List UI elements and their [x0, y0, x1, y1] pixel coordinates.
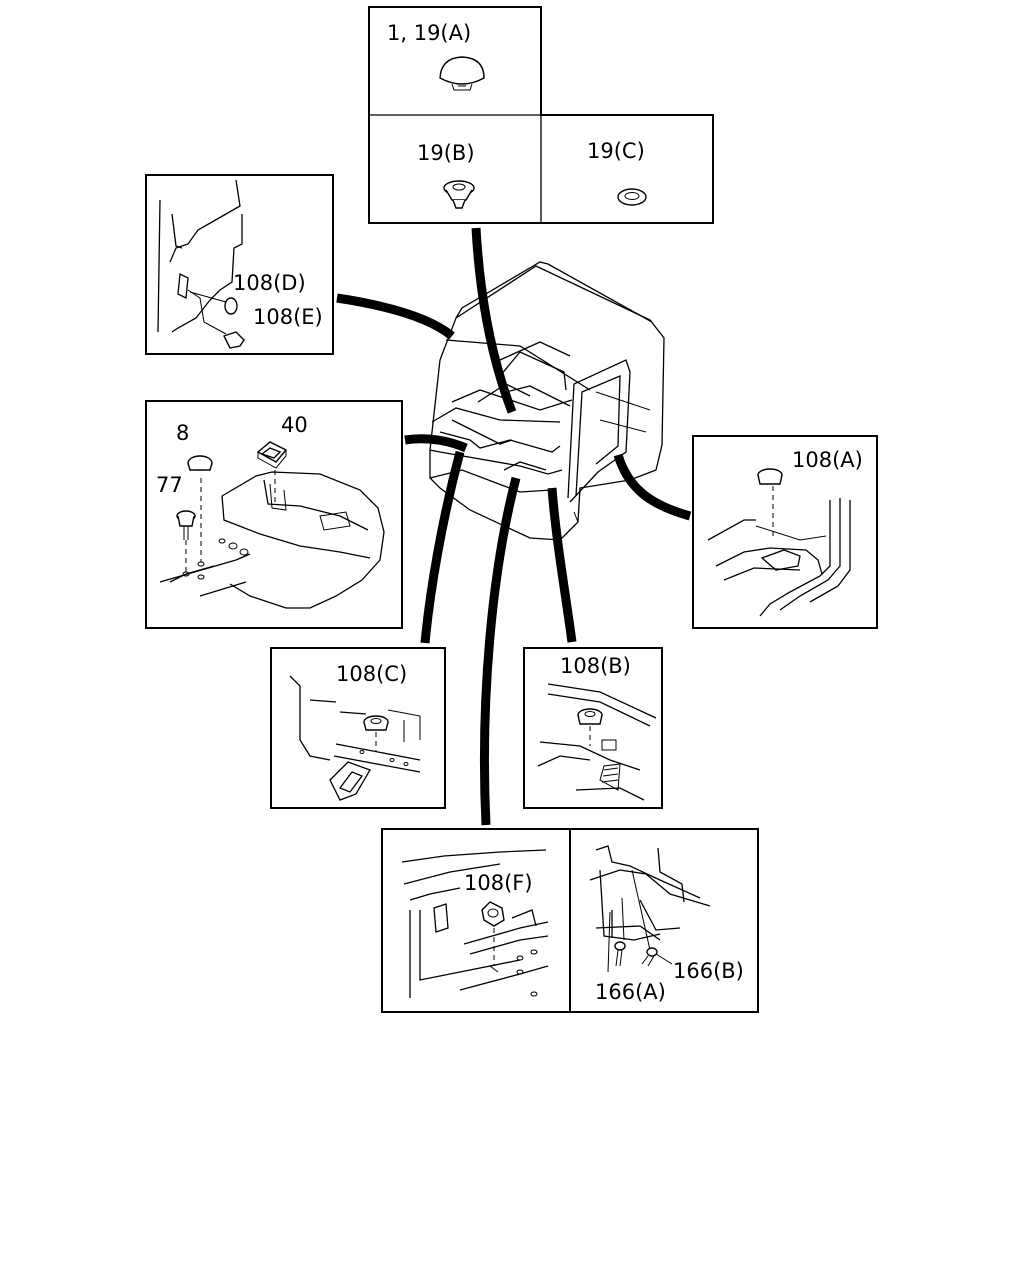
- label-108b: 108(B): [560, 654, 631, 678]
- grommet-icon: [363, 715, 389, 731]
- leader-108a: [613, 453, 692, 521]
- label-108d: 108(D): [233, 271, 306, 295]
- cab-body: [429, 261, 665, 541]
- grommet-icon: [617, 188, 647, 206]
- floor-panel: 8 40 77: [145, 400, 403, 629]
- grommet-icon: [757, 468, 783, 485]
- push-clip-icon: [443, 180, 475, 209]
- clip-panel: 1, 19(A) 19(B) 19(C): [368, 6, 714, 224]
- front-floor-panel-c: 108(C): [270, 647, 446, 809]
- leader-108f: [479, 476, 521, 826]
- push-clip-icon: [223, 331, 245, 349]
- label-108f: 108(F): [464, 871, 533, 895]
- grommet-icon: [187, 455, 213, 471]
- bolt-icon: [614, 941, 626, 967]
- rubber-plug-icon: [224, 297, 238, 315]
- leader-108b: [547, 487, 577, 643]
- grommet-icon: [577, 708, 603, 725]
- leader-108c: [420, 450, 465, 644]
- label-19b: 19(B): [417, 141, 475, 165]
- leader-d-e: [336, 293, 455, 340]
- leader-top: [471, 227, 517, 414]
- callout-leaders: [336, 227, 692, 826]
- label-108c: 108(C): [336, 662, 407, 686]
- label-1-19a: 1, 19(A): [387, 21, 471, 45]
- bolt-icon: [641, 947, 658, 967]
- front-floor-panel-b: 108(B): [523, 647, 663, 809]
- label-166a: 166(A): [595, 980, 666, 1004]
- plug-cap-icon: [439, 56, 485, 91]
- label-166b: 166(B): [673, 959, 744, 983]
- label-108e: 108(E): [253, 305, 323, 329]
- label-19c: 19(C): [587, 139, 645, 163]
- label-40: 40: [281, 413, 308, 437]
- side-floor-panel: 108(A): [692, 435, 878, 629]
- rubber-plug-icon: [256, 441, 288, 469]
- rear-pillar-panel: 108(D) 108(E): [145, 174, 334, 355]
- bolt-icon: [176, 510, 196, 540]
- label-8: 8: [176, 421, 189, 445]
- label-108a: 108(A): [792, 448, 863, 472]
- label-77: 77: [156, 473, 183, 497]
- leader-8-40: [404, 434, 468, 453]
- dash-panel: 108(F): [381, 828, 759, 1013]
- rubber-plug-icon: [481, 901, 505, 927]
